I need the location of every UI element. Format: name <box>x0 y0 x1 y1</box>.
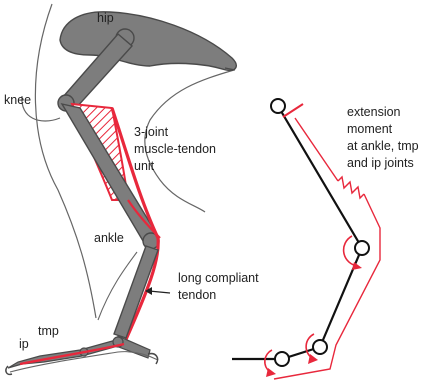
schematic-ankle-joint <box>355 241 369 255</box>
ankle-label: ankle <box>94 231 124 245</box>
extension-label-line2: moment <box>347 122 393 136</box>
moment-arrow-icon <box>352 262 362 270</box>
tendon-path-red-lower <box>274 194 380 379</box>
pelvis-bone <box>60 12 236 71</box>
leg-anatomy-panel: hip knee 3-joint muscle-tendon unit ankl… <box>4 4 259 374</box>
spring-icon <box>338 177 364 198</box>
tendon-label-line2: tendon <box>178 288 216 302</box>
schematic-ip-joint <box>275 352 289 366</box>
extension-label-line3: at ankle, tmp <box>347 139 419 153</box>
extension-label-line1: extension <box>347 105 401 119</box>
schematic-panel: extension moment at ankle, tmp and ip jo… <box>232 99 419 379</box>
schematic-hip-joint <box>271 99 285 113</box>
belly-outline <box>145 70 234 212</box>
linkage-segments <box>232 106 362 359</box>
schematic-tmp-joint <box>313 340 327 354</box>
muscle-label-line3: unit <box>134 159 155 173</box>
tmp-label: tmp <box>38 324 59 338</box>
tendon-pointer-line <box>149 291 170 293</box>
ip-label: ip <box>19 337 29 351</box>
muscle-label-line1: 3-joint <box>134 125 169 139</box>
tendon-label-line1: long compliant <box>178 271 259 285</box>
muscle-label-line2: muscle-tendon <box>134 142 216 156</box>
extension-label-line4: and ip joints <box>347 156 414 170</box>
tendon-anchor-tick <box>283 104 303 117</box>
hip-label: hip <box>97 11 114 25</box>
knee-label: knee <box>4 93 31 107</box>
